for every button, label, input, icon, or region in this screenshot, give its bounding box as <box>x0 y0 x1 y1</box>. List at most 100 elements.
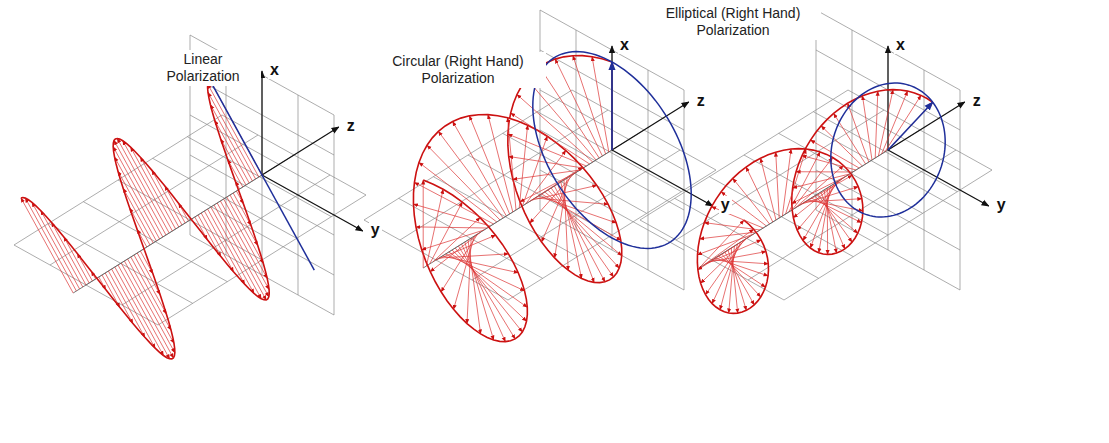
field-vector <box>508 134 586 166</box>
field-vector <box>117 138 169 233</box>
field-vector <box>64 237 89 283</box>
field-vector <box>144 249 145 252</box>
field-vector <box>210 105 252 181</box>
field-vector <box>427 145 500 220</box>
field-vector <box>211 207 261 299</box>
field-vector <box>786 149 806 214</box>
field-vector <box>32 202 80 289</box>
grid-planes <box>14 10 992 325</box>
axis-label: y <box>369 221 382 239</box>
field-vector <box>468 240 481 334</box>
grid-line <box>503 133 647 213</box>
y-axis <box>888 150 989 206</box>
field-vector <box>52 222 86 285</box>
field-vector <box>612 62 613 150</box>
field-vector <box>124 261 174 353</box>
field-vector <box>824 190 837 253</box>
field-vector <box>137 253 160 295</box>
field-envelope <box>413 56 621 342</box>
field-vector <box>214 205 266 300</box>
z-axis <box>888 102 965 150</box>
panel-title: Linear Polarization <box>145 50 261 86</box>
field-vector <box>114 140 166 235</box>
field-vector <box>441 234 478 292</box>
field-vector <box>702 229 753 266</box>
field-vector <box>21 198 73 293</box>
panel-title: Circular (Right Hand) Polarization <box>370 52 546 88</box>
field-vector <box>803 182 837 240</box>
field-vector <box>527 79 596 160</box>
axes <box>73 46 989 293</box>
field-vector <box>452 250 527 321</box>
field-vector <box>700 232 757 239</box>
polarization-ellipse <box>533 52 691 249</box>
field-vector <box>542 176 571 242</box>
axis-label: y <box>995 196 1008 214</box>
field-vector <box>416 227 487 228</box>
z-axis <box>262 127 339 175</box>
field-vector <box>413 204 490 226</box>
field-vector <box>118 171 156 241</box>
field-vector <box>198 215 221 257</box>
field-vector <box>796 171 853 172</box>
field-vector <box>121 263 173 358</box>
field-vector <box>455 248 522 332</box>
field-vector <box>454 236 475 309</box>
field-vector <box>542 194 621 240</box>
field-vector <box>875 91 878 158</box>
grid-line <box>222 115 366 195</box>
field-vector <box>131 257 171 330</box>
axis-label: y <box>719 196 732 214</box>
field-vector <box>508 118 516 210</box>
axis-label: z <box>695 92 707 110</box>
field-vector <box>453 121 507 216</box>
field-vector <box>25 198 76 291</box>
field-vector <box>179 203 189 221</box>
field-vector <box>430 232 481 272</box>
field-vector <box>123 188 153 243</box>
field-vector <box>224 199 268 278</box>
panel-title: Elliptical (Right Hand) Polarization <box>645 4 821 40</box>
field-vector <box>548 190 619 268</box>
field-vector <box>802 156 856 170</box>
field-vector <box>467 238 471 324</box>
field-vector <box>797 180 840 230</box>
field-vector <box>782 149 791 216</box>
field-vector <box>128 259 174 343</box>
field-vector <box>204 211 244 284</box>
grid-line <box>675 198 819 278</box>
field-vector <box>529 167 583 202</box>
field-vector <box>888 102 933 150</box>
axis-label: x <box>894 36 907 54</box>
field-vector <box>520 172 577 202</box>
field-vector <box>140 157 178 227</box>
field-vector <box>419 162 497 222</box>
field-vector <box>697 234 753 255</box>
field-vector <box>821 126 862 166</box>
field-vector <box>715 258 768 276</box>
field-vector <box>152 170 182 225</box>
field-vector <box>746 167 773 222</box>
field-vector <box>793 174 850 188</box>
field-vector <box>558 184 595 282</box>
field-vector <box>517 94 593 162</box>
field-vector <box>77 254 92 281</box>
field-vector <box>99 277 106 290</box>
field-vector <box>208 92 256 179</box>
field-vector <box>712 260 768 264</box>
field-vector <box>704 223 760 230</box>
field-vector <box>137 229 147 247</box>
field-vector <box>810 140 859 168</box>
field-vector <box>725 252 754 305</box>
field-vector <box>105 273 133 323</box>
field-vector <box>235 181 239 189</box>
field-vector <box>165 186 185 223</box>
field-vector <box>862 96 872 160</box>
field-vector <box>433 218 480 262</box>
field-vector <box>118 265 170 359</box>
field-vector <box>423 180 424 268</box>
grid-line <box>364 220 508 300</box>
field-vector <box>217 203 269 297</box>
grid-line <box>572 90 716 170</box>
